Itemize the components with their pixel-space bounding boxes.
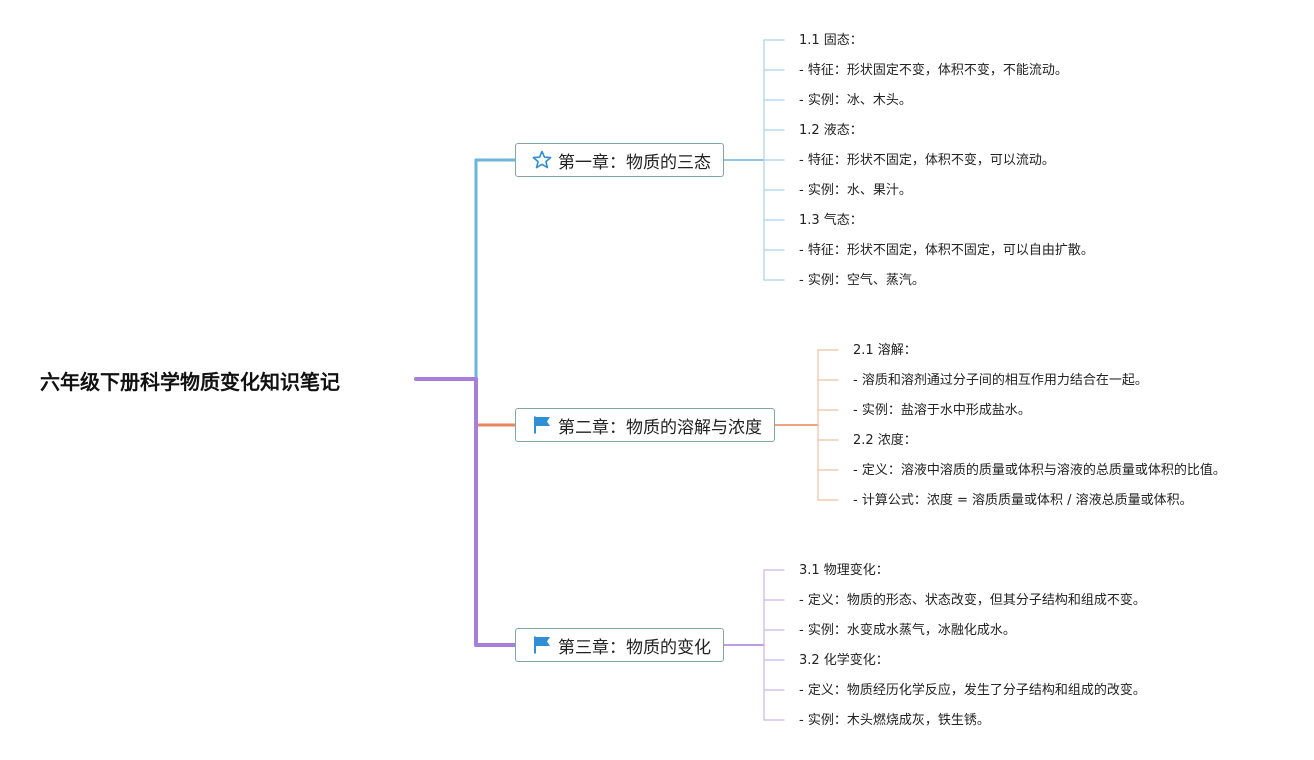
chapter-3-item[interactable]: - 实例：木头燃烧成灰，铁生锈。 bbox=[799, 713, 990, 728]
chapter-1-item[interactable]: - 实例：冰、木头。 bbox=[799, 93, 912, 108]
chapter-1-item[interactable]: - 实例：水、果汁。 bbox=[799, 183, 912, 198]
chapter-3-topic[interactable]: 第三章：物质的变化 bbox=[515, 628, 724, 662]
chapter-1-item[interactable]: - 特征：形状固定不变，体积不变，不能流动。 bbox=[799, 63, 1068, 78]
chapter-2-item[interactable]: - 溶质和溶剂通过分子间的相互作用力结合在一起。 bbox=[853, 373, 1148, 388]
chapter-2-topic[interactable]: 第二章：物质的溶解与浓度 bbox=[515, 408, 775, 442]
chapter-1-item[interactable]: - 实例：空气、蒸汽。 bbox=[799, 273, 925, 288]
chapter-1-item[interactable]: - 特征：形状不固定，体积不变，可以流动。 bbox=[799, 153, 1055, 168]
chapter-2-item[interactable]: 2.2 浓度： bbox=[853, 433, 917, 448]
chapter-1-item[interactable]: 1.2 液态： bbox=[799, 123, 863, 138]
chapter-1-item[interactable]: 1.1 固态： bbox=[799, 33, 863, 48]
chapter-2-label: 第二章：物质的溶解与浓度 bbox=[558, 417, 762, 438]
chapter-3-item[interactable]: - 实例：水变成水蒸气，冰融化成水。 bbox=[799, 623, 1016, 638]
chapter-3-item[interactable]: - 定义：物质经历化学反应，发生了分子结构和组成的改变。 bbox=[799, 683, 1146, 698]
chapter-2-item[interactable]: - 计算公式：浓度 = 溶质质量或体积 / 溶液总质量或体积。 bbox=[853, 493, 1193, 508]
chapter-3-label: 第三章：物质的变化 bbox=[558, 637, 711, 658]
chapter-3-item[interactable]: - 定义：物质的形态、状态改变，但其分子结构和组成不变。 bbox=[799, 593, 1146, 608]
chapter-2-item[interactable]: - 实例：盐溶于水中形成盐水。 bbox=[853, 403, 1031, 418]
chapter-1-topic[interactable]: 第一章：物质的三态 bbox=[515, 143, 724, 177]
chapter-1-item[interactable]: - 特征：形状不固定，体积不固定，可以自由扩散。 bbox=[799, 243, 1094, 258]
star-icon bbox=[532, 150, 552, 170]
flag-icon bbox=[532, 415, 552, 435]
chapter-2-item[interactable]: 2.1 溶解： bbox=[853, 343, 917, 358]
chapter-2-item[interactable]: - 定义：溶液中溶质的质量或体积与溶液的总质量或体积的比值。 bbox=[853, 463, 1226, 478]
chapter-3-item[interactable]: 3.1 物理变化： bbox=[799, 563, 889, 578]
flag-icon bbox=[532, 635, 552, 655]
chapter-1-label: 第一章：物质的三态 bbox=[558, 152, 711, 173]
chapter-3-item[interactable]: 3.2 化学变化： bbox=[799, 653, 889, 668]
root-topic[interactable]: 六年级下册科学物质变化知识笔记 bbox=[40, 370, 340, 394]
chapter-1-item[interactable]: 1.3 气态： bbox=[799, 213, 863, 228]
